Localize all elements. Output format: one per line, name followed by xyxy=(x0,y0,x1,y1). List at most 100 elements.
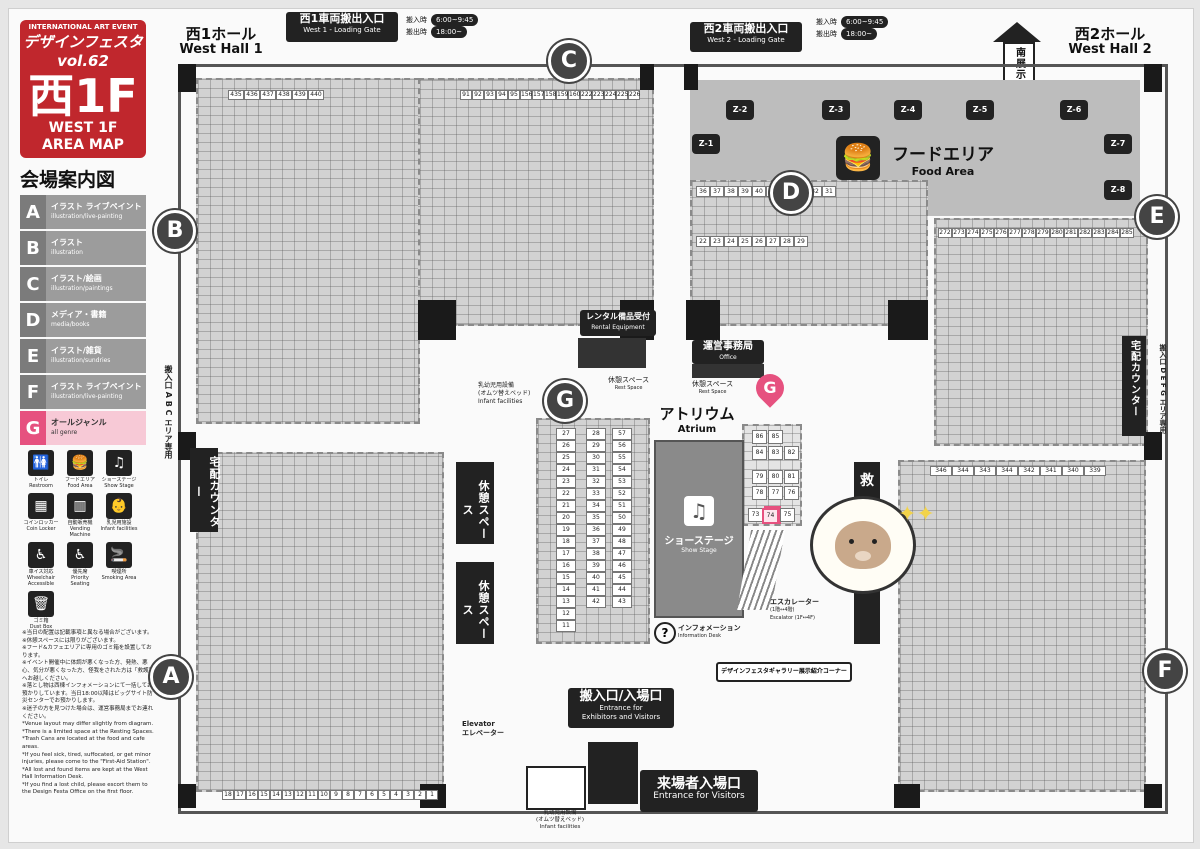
booth-a[interactable]: 6 xyxy=(366,790,378,800)
booth-g-east[interactable]: 76 xyxy=(784,486,799,500)
booth-d[interactable]: 36 xyxy=(696,186,710,197)
booth-f[interactable]: 341 xyxy=(1040,466,1062,476)
booth-a[interactable]: 14 xyxy=(270,790,282,800)
booth-a[interactable]: 2 xyxy=(414,790,426,800)
booth-g[interactable]: 21 xyxy=(556,500,576,512)
booth-a[interactable]: 10 xyxy=(318,790,330,800)
booth-g[interactable]: 23 xyxy=(556,476,576,488)
booth-g-east[interactable]: 84 xyxy=(752,446,767,460)
booth-g[interactable]: 30 xyxy=(586,452,606,464)
booth-g-east[interactable]: 82 xyxy=(784,446,799,460)
booth-e[interactable]: 274 xyxy=(966,228,980,238)
zone-marker-d[interactable]: D xyxy=(770,172,812,214)
zone-marker-g[interactable]: G xyxy=(544,380,586,422)
booth-f[interactable]: 339 xyxy=(1084,466,1106,476)
booth-g-east[interactable]: 77 xyxy=(768,486,783,500)
booth-a[interactable]: 11 xyxy=(306,790,318,800)
booth-d[interactable]: 39 xyxy=(738,186,752,197)
booth-f[interactable]: 344 xyxy=(996,466,1018,476)
booth-e[interactable]: 280 xyxy=(1050,228,1064,238)
booth-g[interactable]: 24 xyxy=(556,464,576,476)
zone-marker-c[interactable]: C xyxy=(548,40,590,82)
booth-g-east[interactable]: 74 xyxy=(762,508,779,524)
booth-g-east[interactable]: 80 xyxy=(768,470,783,484)
booth-d[interactable]: 26 xyxy=(752,236,766,247)
booth-g[interactable]: 16 xyxy=(556,560,576,572)
booth-c[interactable]: 160 xyxy=(568,90,581,100)
booth-g[interactable]: 50 xyxy=(612,512,632,524)
booth-g[interactable]: 14 xyxy=(556,584,576,596)
booth-g[interactable]: 29 xyxy=(586,440,606,452)
booth-g-east[interactable]: 85 xyxy=(768,430,783,444)
booth-g[interactable]: 56 xyxy=(612,440,632,452)
booth-g[interactable]: 45 xyxy=(612,572,632,584)
booth-g[interactable]: 47 xyxy=(612,548,632,560)
booth-g[interactable]: 19 xyxy=(556,524,576,536)
booth-a[interactable]: 17 xyxy=(234,790,246,800)
booth-c[interactable]: 223 xyxy=(592,90,605,100)
booth-g[interactable]: 33 xyxy=(586,488,606,500)
booth-d[interactable]: 25 xyxy=(738,236,752,247)
booth-c[interactable]: 222 xyxy=(580,90,593,100)
booth-f[interactable]: 343 xyxy=(974,466,996,476)
booth-g[interactable]: 39 xyxy=(586,560,606,572)
booth-e[interactable]: 273 xyxy=(952,228,966,238)
booth-g[interactable]: 38 xyxy=(586,548,606,560)
booth-g[interactable]: 40 xyxy=(586,572,606,584)
booth-g[interactable]: 49 xyxy=(612,524,632,536)
booth-c[interactable]: 159 xyxy=(556,90,569,100)
booth-g-east[interactable]: 81 xyxy=(784,470,799,484)
booth-b[interactable]: 436 xyxy=(244,90,260,100)
food-booth-z-2[interactable]: Z-2 xyxy=(726,100,754,120)
booth-c[interactable]: 226 xyxy=(628,90,641,100)
booth-g[interactable]: 57 xyxy=(612,428,632,440)
booth-g[interactable]: 54 xyxy=(612,464,632,476)
booth-g[interactable]: 15 xyxy=(556,572,576,584)
booth-g[interactable]: 27 xyxy=(556,428,576,440)
booth-d[interactable]: 23 xyxy=(710,236,724,247)
zone-marker-f[interactable]: F xyxy=(1144,650,1186,692)
zone-marker-e[interactable]: E xyxy=(1136,196,1178,238)
booth-g[interactable]: 17 xyxy=(556,548,576,560)
booth-g-east[interactable]: 73 xyxy=(748,508,763,522)
booth-c[interactable]: 157 xyxy=(532,90,545,100)
booth-a[interactable]: 7 xyxy=(354,790,366,800)
food-booth-z-5[interactable]: Z-5 xyxy=(966,100,994,120)
booth-g[interactable]: 55 xyxy=(612,452,632,464)
booth-e[interactable]: 284 xyxy=(1106,228,1120,238)
booth-a[interactable]: 4 xyxy=(390,790,402,800)
booth-g[interactable]: 53 xyxy=(612,476,632,488)
booth-d[interactable]: 29 xyxy=(794,236,808,247)
booth-g-east[interactable]: 83 xyxy=(768,446,783,460)
booth-g[interactable]: 28 xyxy=(586,428,606,440)
booth-f[interactable]: 342 xyxy=(1018,466,1040,476)
booth-g[interactable]: 11 xyxy=(556,620,576,632)
booth-c[interactable]: 224 xyxy=(604,90,617,100)
booth-g-east[interactable]: 86 xyxy=(752,430,767,444)
booth-d[interactable]: 31 xyxy=(822,186,836,197)
booth-e[interactable]: 282 xyxy=(1078,228,1092,238)
booth-a[interactable]: 8 xyxy=(342,790,354,800)
booth-g[interactable]: 25 xyxy=(556,452,576,464)
food-booth-z-4[interactable]: Z-4 xyxy=(894,100,922,120)
booth-g[interactable]: 20 xyxy=(556,512,576,524)
booth-c[interactable]: 94 xyxy=(496,90,508,100)
booth-f[interactable]: 340 xyxy=(1062,466,1084,476)
booth-g[interactable]: 43 xyxy=(612,596,632,608)
booth-a[interactable]: 18 xyxy=(222,790,234,800)
booth-g[interactable]: 13 xyxy=(556,596,576,608)
booth-e[interactable]: 277 xyxy=(1008,228,1022,238)
booth-d[interactable]: 28 xyxy=(780,236,794,247)
booth-f[interactable]: 344 xyxy=(952,466,974,476)
booth-d[interactable]: 38 xyxy=(724,186,738,197)
booth-g[interactable]: 32 xyxy=(586,476,606,488)
booth-b[interactable]: 435 xyxy=(228,90,244,100)
exhibitor-entrance[interactable]: 搬入口/入場口 Entrance for Exhibitors and Visi… xyxy=(568,688,674,728)
booth-c[interactable]: 93 xyxy=(484,90,496,100)
booth-e[interactable]: 278 xyxy=(1022,228,1036,238)
booth-g[interactable]: 22 xyxy=(556,488,576,500)
booth-b[interactable]: 438 xyxy=(276,90,292,100)
booth-d[interactable]: 37 xyxy=(710,186,724,197)
food-booth-z-8[interactable]: Z-8 xyxy=(1104,180,1132,200)
booth-a[interactable]: 12 xyxy=(294,790,306,800)
